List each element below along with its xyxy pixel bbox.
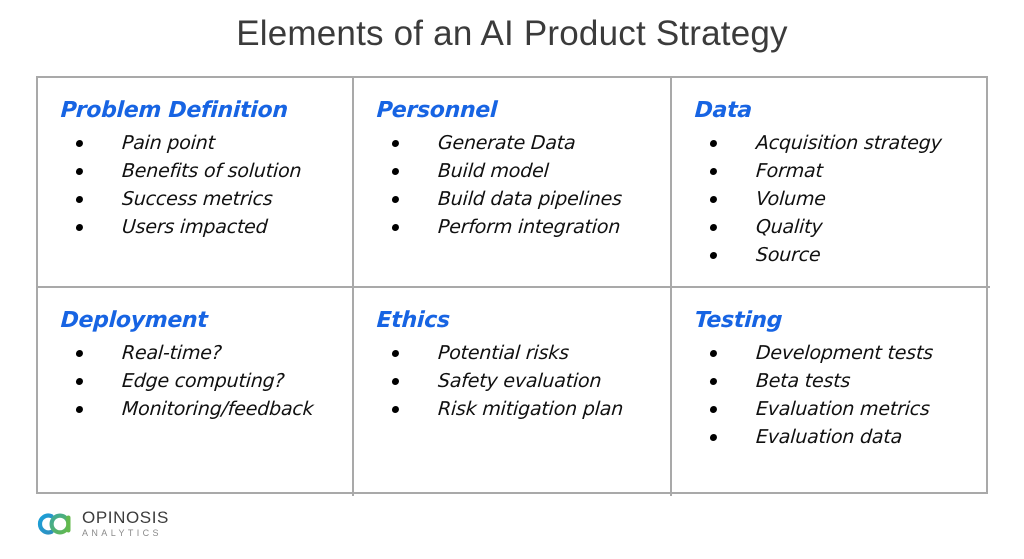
bullet-icon [75,140,84,147]
bullet-icon [75,350,84,357]
bullet-icon [75,378,84,385]
list-item-label: Acquisition strategy [755,132,943,154]
bullet-icon [75,406,84,413]
list-item: Edge computing? [59,367,352,395]
list-item-label: Format [755,160,824,182]
bullet-icon [709,378,718,385]
list-item-label: Beta tests [755,370,852,392]
list-item-label: Evaluation metrics [755,398,931,420]
grid-cell-deployment: Deployment Real-time? Edge computing? Mo… [38,288,354,496]
strategy-grid: Problem Definition Pain point Benefits o… [36,76,990,496]
list-item: Beta tests [693,367,990,395]
list-item: Success metrics [59,185,352,213]
list-item-label: Build data pipelines [437,188,623,210]
list-item-label: Benefits of solution [121,160,303,182]
list-item: Format [693,157,990,185]
list-item: Volume [693,185,990,213]
bullet-icon [709,406,718,413]
list-item-label: Development tests [755,342,934,364]
grid-cell-problem-definition: Problem Definition Pain point Benefits o… [38,78,354,288]
bullet-icon [391,378,400,385]
list-item-label: Pain point [121,132,216,154]
cell-list-ethics: Potential risks Safety evaluation Risk m… [376,339,670,423]
bullet-icon [391,140,400,147]
cell-list-testing: Development tests Beta tests Evaluation … [694,339,990,451]
list-item-label: Evaluation data [755,426,903,448]
list-item: Safety evaluation [375,367,670,395]
list-item-label: Build model [437,160,550,182]
list-item-label: Volume [755,188,827,210]
page-title: Elements of an AI Product Strategy [236,14,788,53]
list-item: Source [693,241,990,269]
bullet-icon [709,252,718,259]
cell-list-deployment: Real-time? Edge computing? Monitoring/fe… [60,339,352,423]
list-item-label: Monitoring/feedback [121,398,315,420]
cell-title-testing: Testing [694,308,783,333]
grid-cell-testing: Testing Development tests Beta tests Eva… [672,288,990,496]
list-item: Evaluation metrics [693,395,990,423]
list-item: Build model [375,157,670,185]
bullet-icon [709,168,718,175]
list-item-label: Success metrics [121,188,274,210]
cell-title-deployment: Deployment [60,308,209,333]
bullet-icon [709,350,718,357]
bullet-icon [709,224,718,231]
list-item: Potential risks [375,339,670,367]
list-item-label: Quality [755,216,824,238]
brand-logo: OPINOSIS ANALYTICS [33,509,169,539]
cell-title-ethics: Ethics [376,308,451,333]
grid-cell-personnel: Personnel Generate Data Build model Buil… [354,78,672,288]
bullet-icon [709,196,718,203]
list-item: Quality [693,213,990,241]
bullet-icon [391,406,400,413]
list-item: Development tests [693,339,990,367]
cell-list-data: Acquisition strategy Format Volume Quali… [694,129,990,269]
list-item: Users impacted [59,213,352,241]
list-item: Benefits of solution [59,157,352,185]
list-item: Perform integration [375,213,670,241]
logo-wordmark: OPINOSIS ANALYTICS [82,509,169,539]
grid-cell-data: Data Acquisition strategy Format Volume … [672,78,990,288]
cell-title-problem-definition: Problem Definition [60,98,289,123]
list-item-label: Edge computing? [121,370,286,392]
bullet-icon [391,350,400,357]
bullet-icon [391,196,400,203]
bullet-icon [75,168,84,175]
bullet-icon [391,168,400,175]
cell-title-personnel: Personnel [376,98,498,123]
list-item-label: Risk mitigation plan [437,398,624,420]
list-item-label: Real-time? [121,342,223,364]
list-item: Build data pipelines [375,185,670,213]
list-item: Risk mitigation plan [375,395,670,423]
list-item-label: Safety evaluation [437,370,603,392]
logo-name: OPINOSIS [82,508,169,527]
cell-title-data: Data [694,98,753,123]
list-item-label: Generate Data [437,132,577,154]
list-item: Real-time? [59,339,352,367]
list-item-label: Source [755,244,822,266]
cell-list-problem-definition: Pain point Benefits of solution Success … [60,129,352,241]
bullet-icon [75,196,84,203]
cell-list-personnel: Generate Data Build model Build data pip… [376,129,670,241]
bullet-icon [709,140,718,147]
list-item: Pain point [59,129,352,157]
list-item: Generate Data [375,129,670,157]
opinosis-oa-mark-icon [37,513,71,535]
list-item-label: Users impacted [121,216,269,238]
list-item: Monitoring/feedback [59,395,352,423]
list-item: Acquisition strategy [693,129,990,157]
list-item: Evaluation data [693,423,990,451]
bullet-icon [75,224,84,231]
list-item-label: Perform integration [437,216,621,238]
bullet-icon [709,434,718,441]
list-item-label: Potential risks [437,342,570,364]
bullet-icon [391,224,400,231]
grid-cell-ethics: Ethics Potential risks Safety evaluation… [354,288,672,496]
logo-subtitle: ANALYTICS [82,527,162,538]
